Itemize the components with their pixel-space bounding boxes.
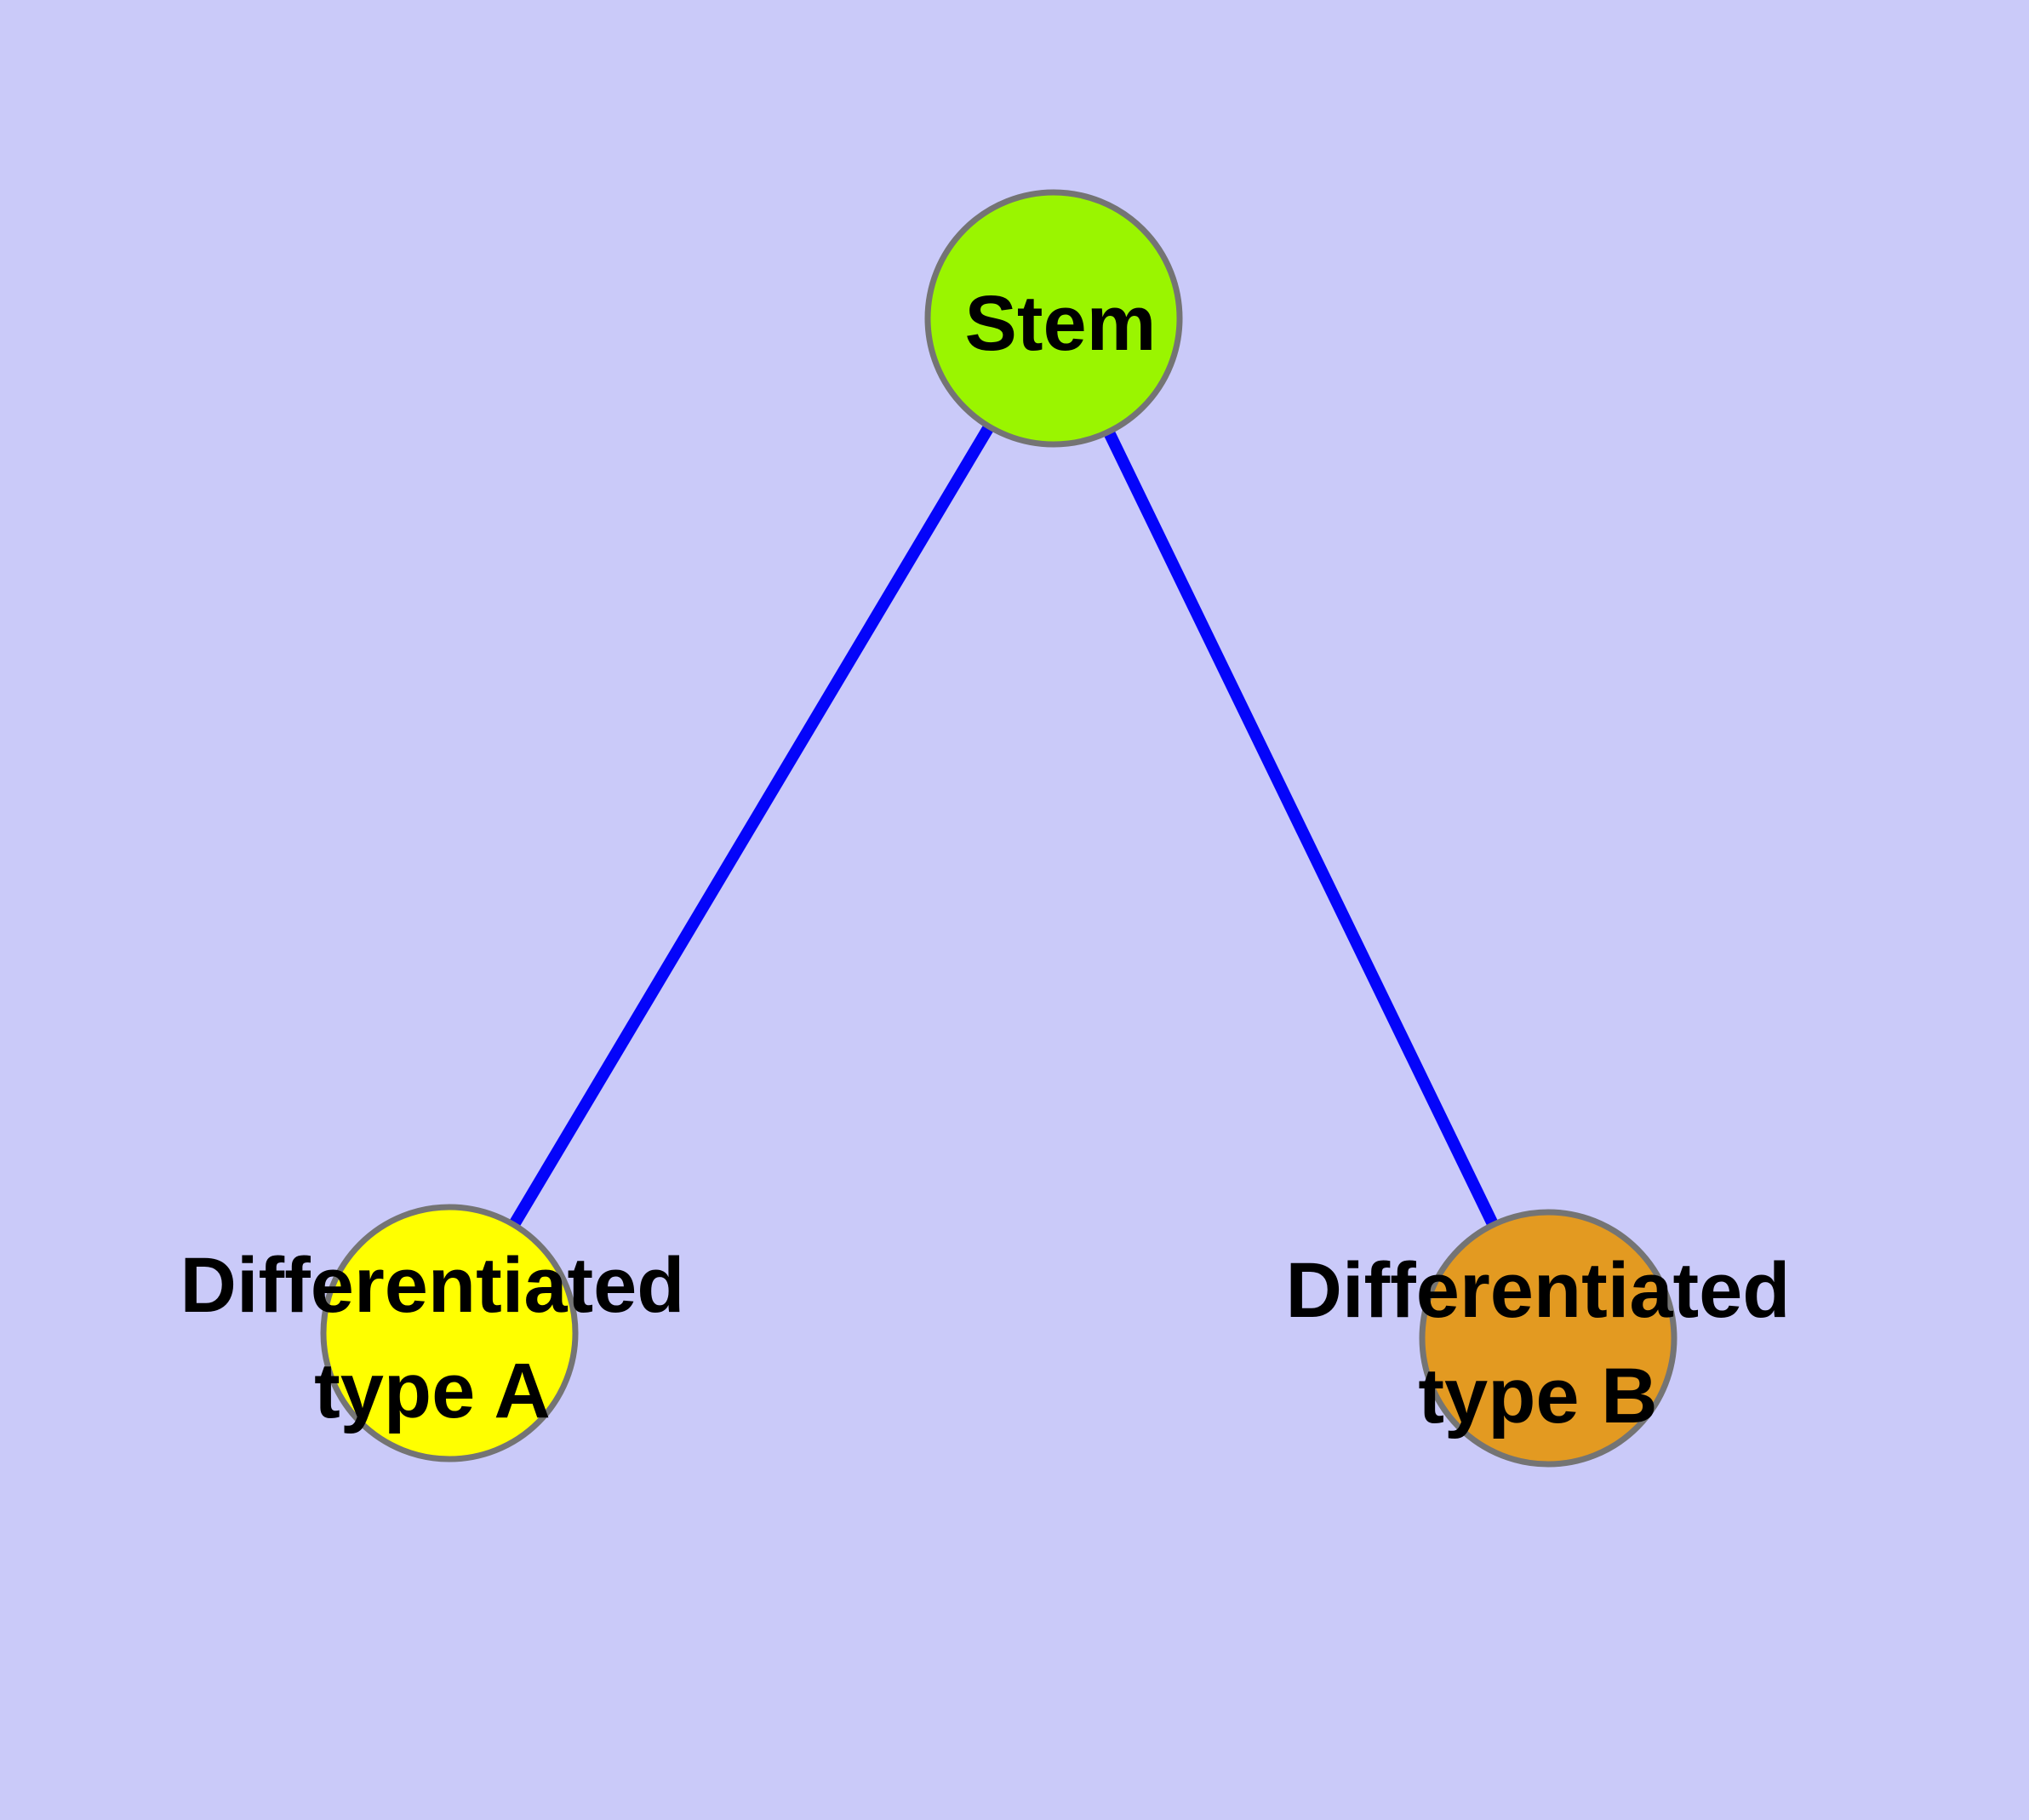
node-differentiated-type-a-label-line-1: Differentiated: [180, 1242, 685, 1329]
node-stem-label-line-1: Stem: [965, 280, 1157, 367]
node-differentiated-type-a-label: Differentiated type A: [180, 1242, 685, 1434]
edge-stem-to-differentiated-type-b: [1048, 315, 1554, 1342]
node-differentiated-type-b: [1419, 1209, 1677, 1468]
node-differentiated-type-b-label: Differentiated type B: [1286, 1247, 1791, 1439]
node-differentiated-type-a: [320, 1204, 579, 1462]
node-differentiated-type-b-label-line-2: type B: [1418, 1353, 1657, 1439]
edge-stem-to-differentiated-type-a: [443, 315, 1060, 1336]
node-stem: [924, 189, 1183, 448]
node-stem-label: Stem: [965, 280, 1157, 367]
node-differentiated-type-a-label-line-2: type A: [314, 1348, 551, 1434]
node-differentiated-type-b-label-line-1: Differentiated: [1286, 1247, 1791, 1334]
